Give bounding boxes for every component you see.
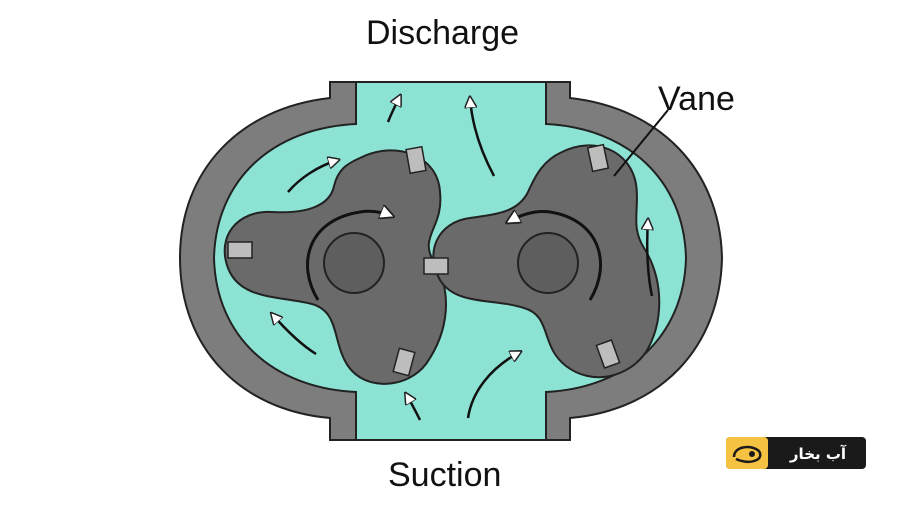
vane-left-side [227, 241, 253, 259]
vane-right-top [586, 143, 610, 173]
flow-arrow [647, 220, 652, 297]
flow-arrow [272, 314, 317, 356]
flow-arrow [386, 96, 400, 123]
vane-right-side [423, 257, 449, 275]
brand-logo: آب بخار [726, 437, 866, 469]
vane-label: Vane [658, 80, 735, 118]
flow-arrow [470, 98, 496, 177]
right-rotor-hub [517, 232, 579, 294]
flow-arrow [466, 352, 520, 419]
left-rotor-hub [323, 232, 385, 294]
vane-leader-line [613, 109, 669, 177]
left-rotation-arrow [306, 211, 392, 301]
vane-right-bottom [595, 339, 621, 369]
flow-arrow [406, 394, 422, 421]
right-rotation-arrow [508, 211, 603, 301]
flow-arrow [287, 160, 338, 193]
brand-logo-text: آب بخار [789, 445, 847, 463]
suction-label: Suction [388, 456, 502, 494]
discharge-label: Discharge [366, 14, 520, 52]
vane-left-top [405, 145, 427, 175]
vane-left-bottom [392, 347, 416, 377]
